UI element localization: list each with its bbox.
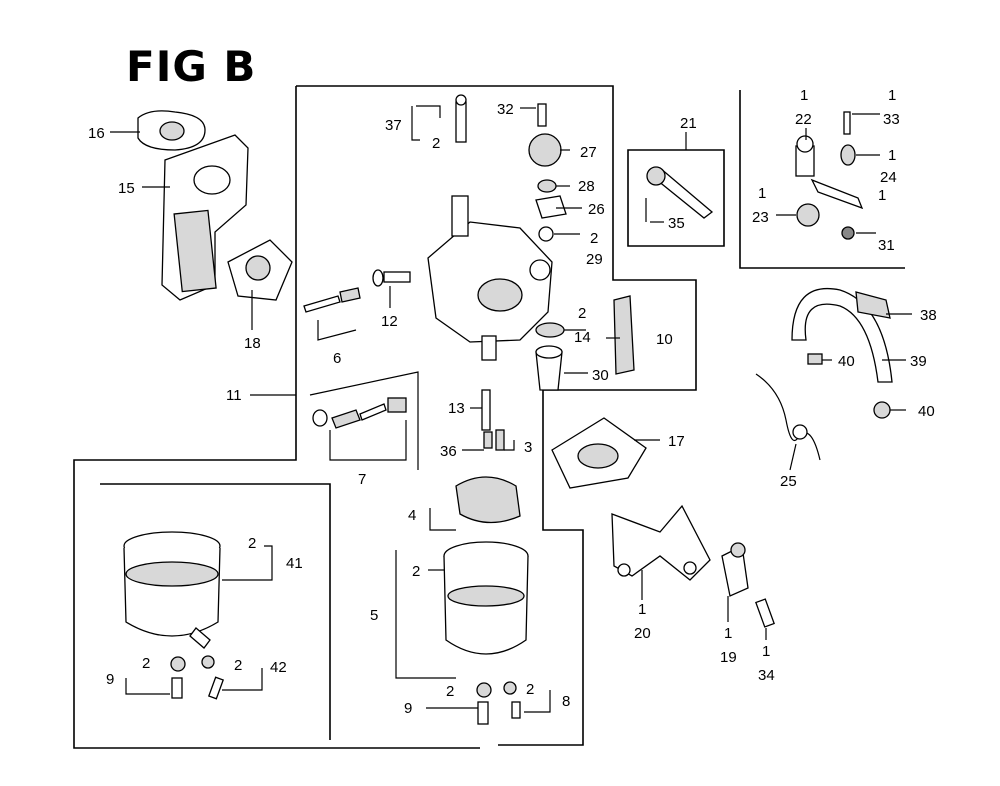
jet-and-float-parts bbox=[535, 295, 635, 391]
callout-17: 17 bbox=[668, 433, 685, 450]
callout-24-qty: 1 bbox=[888, 147, 896, 164]
callout-32: 32 bbox=[497, 101, 514, 118]
callout-20-qty: 1 bbox=[638, 601, 646, 618]
callout-5-qty: 2 bbox=[412, 563, 420, 580]
screw-part-6 bbox=[303, 287, 361, 313]
callout-24: 24 bbox=[880, 169, 897, 186]
bracket-part-20 bbox=[611, 504, 711, 581]
callout-27: 27 bbox=[580, 144, 597, 161]
callout-31-qty: 1 bbox=[878, 187, 886, 204]
callout-13: 13 bbox=[448, 400, 465, 417]
callout-7: 7 bbox=[358, 471, 366, 488]
float-part-4 bbox=[455, 476, 521, 524]
callout-41: 41 bbox=[286, 555, 303, 572]
callout-42: 42 bbox=[270, 659, 287, 676]
float-bowl-part-5 bbox=[443, 541, 529, 655]
callout-33: 33 bbox=[883, 111, 900, 128]
lever-part-19 bbox=[721, 542, 749, 597]
callout-9a: 9 bbox=[106, 671, 114, 688]
carburetor-body bbox=[427, 195, 553, 361]
callout-12: 12 bbox=[381, 313, 398, 330]
callout-38: 38 bbox=[920, 307, 937, 324]
callout-28: 28 bbox=[578, 178, 595, 195]
callout-10: 10 bbox=[656, 331, 673, 348]
callout-26: 26 bbox=[588, 201, 605, 218]
callout-9b: 9 bbox=[404, 700, 412, 717]
insulator-part-15 bbox=[161, 134, 249, 301]
callout-5: 5 bbox=[370, 607, 378, 624]
callout-40b: 40 bbox=[918, 403, 935, 420]
callout-21: 21 bbox=[680, 115, 697, 132]
callout-15: 15 bbox=[118, 180, 135, 197]
callout-23-qty: 1 bbox=[758, 185, 766, 202]
screw-part-34 bbox=[755, 598, 775, 628]
callout-42-qty: 2 bbox=[234, 657, 242, 674]
callout-29: 29 bbox=[586, 251, 603, 268]
callout-22: 22 bbox=[795, 111, 812, 128]
callout-29-qty: 2 bbox=[590, 230, 598, 247]
parts-27-to-32 bbox=[528, 103, 567, 242]
callout-37: 37 bbox=[385, 117, 402, 134]
choke-frame bbox=[739, 90, 905, 269]
callout-41-qty: 2 bbox=[248, 535, 256, 552]
callout-35: 35 bbox=[668, 215, 685, 232]
carburetor-group-frame-left bbox=[73, 86, 480, 749]
carburetor-group-frame bbox=[296, 85, 697, 746]
leader-lines bbox=[110, 105, 912, 713]
pilot-screw-part-7 bbox=[312, 397, 407, 429]
float-bowl-part-41 bbox=[123, 531, 221, 649]
callout-18: 18 bbox=[244, 335, 261, 352]
callout-31: 31 bbox=[878, 237, 895, 254]
callout-8-qty: 2 bbox=[526, 681, 534, 698]
needle-parts bbox=[481, 389, 505, 451]
callout-34: 34 bbox=[758, 667, 775, 684]
callout-33-qty: 1 bbox=[888, 87, 896, 104]
gasket-part-16 bbox=[137, 110, 206, 151]
callout-9a-qty: 2 bbox=[142, 655, 150, 672]
callout-22-qty: 1 bbox=[800, 87, 808, 104]
pilot-screw-frame bbox=[309, 371, 419, 470]
callout-25: 25 bbox=[780, 473, 797, 490]
gasket-part-17 bbox=[551, 417, 647, 489]
callout-34-qty: 1 bbox=[762, 643, 770, 660]
callout-19: 19 bbox=[720, 649, 737, 666]
drain-screw-parts bbox=[476, 681, 521, 725]
callout-11: 11 bbox=[226, 387, 242, 404]
callout-36: 36 bbox=[440, 443, 457, 460]
choke-lever-parts bbox=[795, 111, 864, 240]
fuel-valve-part-21 bbox=[645, 166, 714, 222]
callout-labels: 16 15 18 11 6 12 7 37 2 32 27 28 26 2 29… bbox=[88, 87, 937, 717]
gasket-part-18 bbox=[227, 239, 293, 301]
callout-4: 4 bbox=[408, 507, 416, 524]
callout-30: 30 bbox=[592, 367, 609, 384]
callout-37-qty: 2 bbox=[432, 135, 440, 152]
callout-9b-qty: 2 bbox=[446, 683, 454, 700]
wire-part-25 bbox=[755, 373, 821, 461]
screw-part-37 bbox=[455, 94, 467, 143]
fuel-valve-frame bbox=[627, 149, 725, 247]
callout-6: 6 bbox=[333, 350, 341, 367]
callout-14: 14 bbox=[574, 329, 591, 346]
callout-3: 3 bbox=[524, 439, 532, 456]
figure-title: FIG B bbox=[126, 42, 257, 91]
callout-8: 8 bbox=[562, 693, 570, 710]
callout-16: 16 bbox=[88, 125, 105, 142]
kit-frame bbox=[100, 483, 331, 740]
kit-screw-parts bbox=[170, 655, 225, 700]
callout-40a: 40 bbox=[838, 353, 855, 370]
callout-19-qty: 1 bbox=[724, 625, 732, 642]
callout-20: 20 bbox=[634, 625, 651, 642]
callout-14-qty: 2 bbox=[578, 305, 586, 322]
callout-39: 39 bbox=[910, 353, 927, 370]
callout-23: 23 bbox=[752, 209, 769, 226]
fuel-hose-parts bbox=[791, 288, 893, 419]
part-12 bbox=[372, 269, 411, 287]
